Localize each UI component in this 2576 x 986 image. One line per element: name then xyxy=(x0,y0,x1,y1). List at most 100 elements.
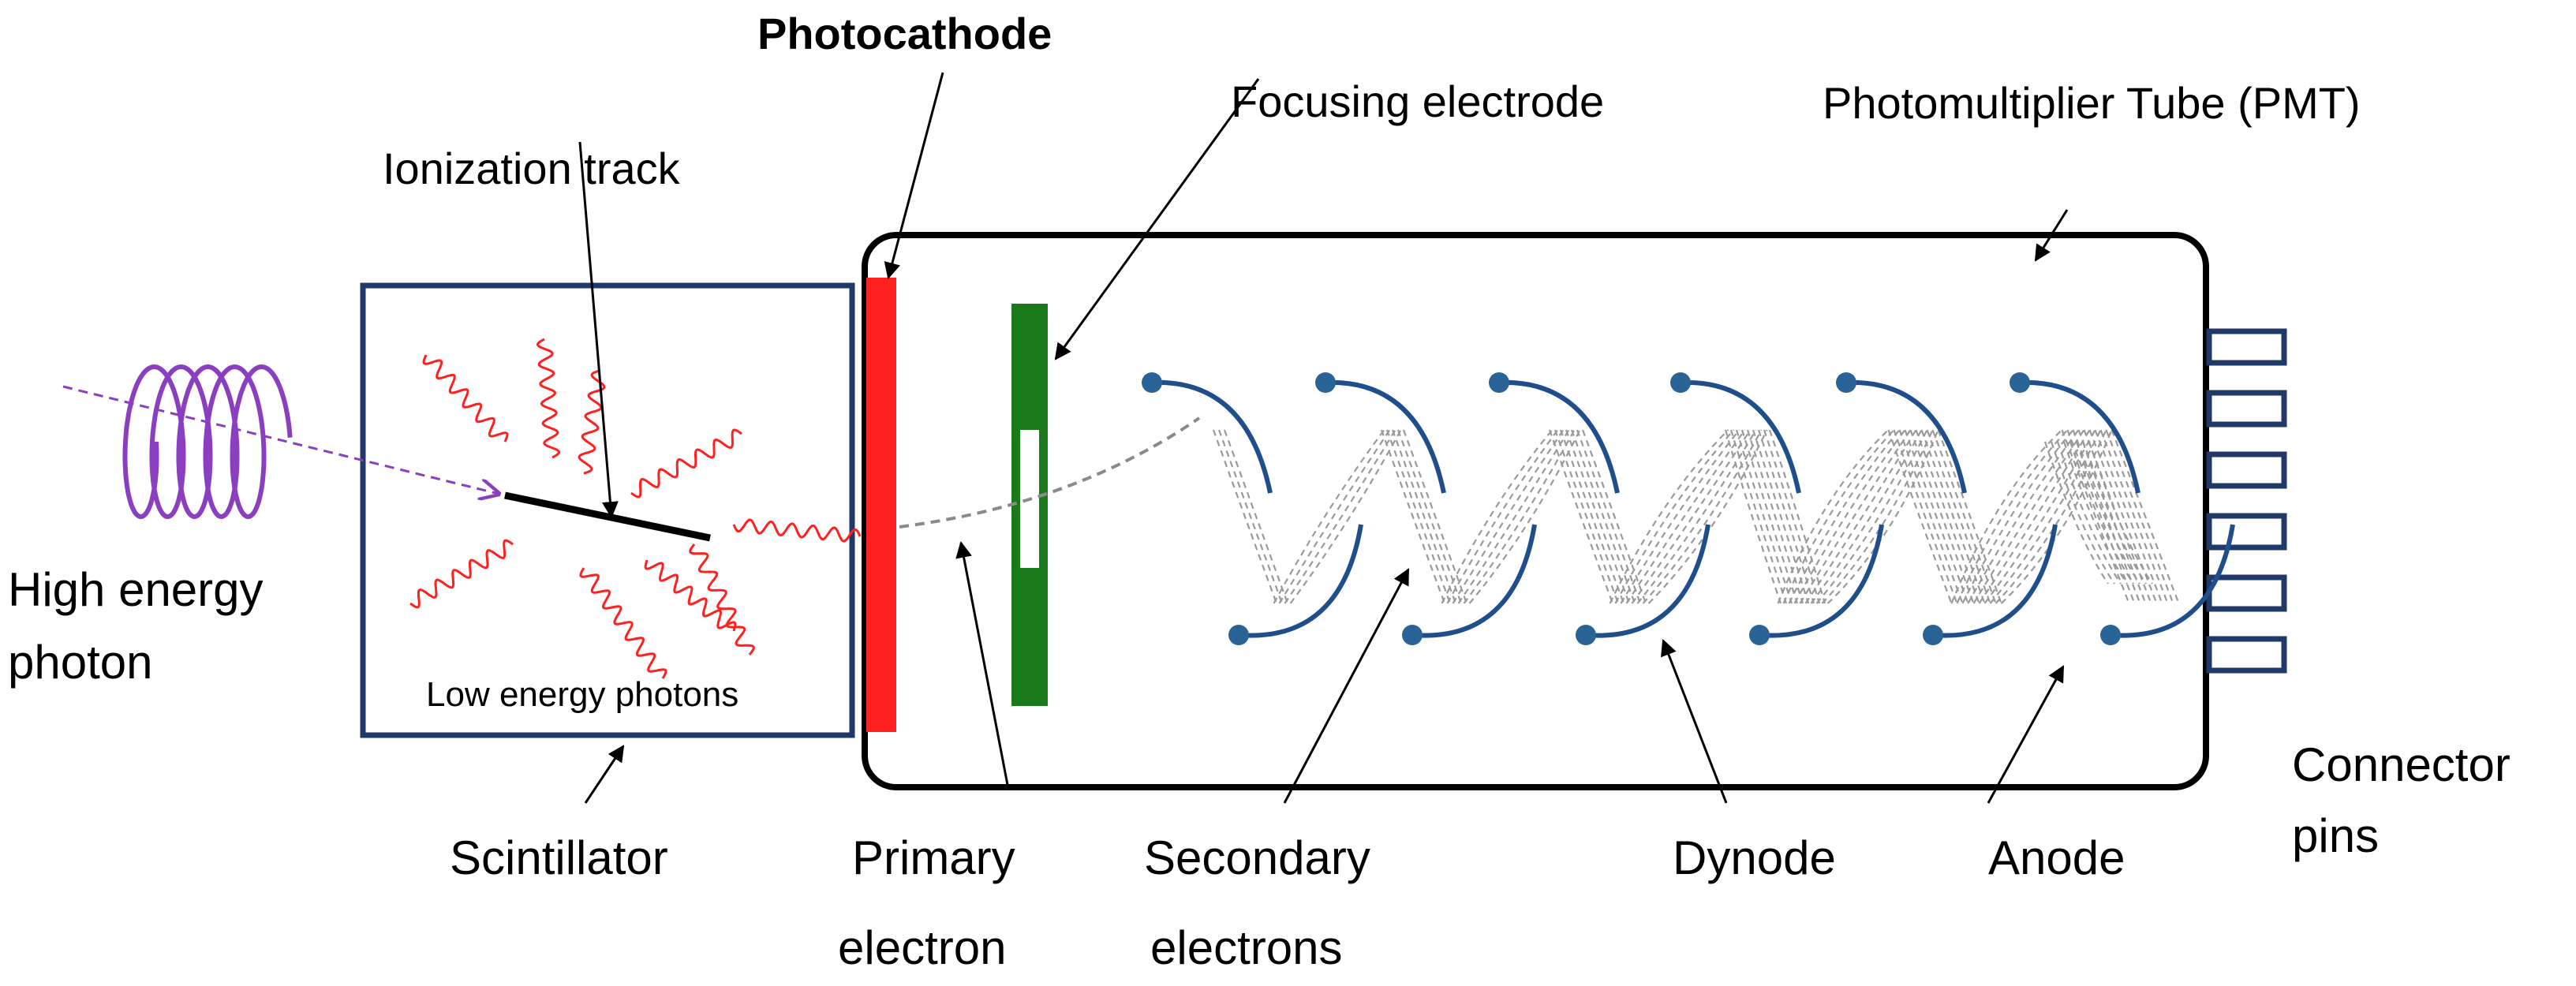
scintillator-arrow xyxy=(584,745,625,804)
label-focusing-electrode: Focusing electrode xyxy=(1231,77,1604,126)
secondary-electron-path xyxy=(1782,429,1895,604)
secondary-electron-path xyxy=(1777,429,1890,604)
secondary-electron-path xyxy=(1559,429,1625,604)
label-secondary-1: Secondary xyxy=(1144,831,1370,884)
connector-pins xyxy=(2206,328,2287,674)
secondary-electron-path xyxy=(1950,429,2063,604)
pmt-tube xyxy=(862,232,2209,790)
secondary-electron-path xyxy=(1898,429,1964,604)
label-high-energy-2: photon xyxy=(8,636,153,689)
dynode-arc xyxy=(1845,379,1967,494)
secondary-electron-path xyxy=(2088,441,2153,585)
secondary-electron-path xyxy=(1631,429,1752,604)
dynode-chain xyxy=(1142,372,2235,645)
secondary-electron-path xyxy=(1931,429,1997,604)
gamma-wave-coil xyxy=(122,364,293,520)
scintillator-box xyxy=(360,282,855,738)
secondary-electron-path xyxy=(1763,429,1821,604)
secondary-electron-path xyxy=(2088,429,2158,604)
dynode-dot xyxy=(1670,372,1691,393)
low-energy-photon-wave xyxy=(578,369,606,475)
secondary-electron-path xyxy=(1553,429,1620,604)
low-energy-photon-wave xyxy=(422,354,509,443)
dynode-dot xyxy=(1749,625,1770,645)
secondary-electron-path xyxy=(1752,429,1810,604)
low-energy-photon-wave xyxy=(409,539,514,609)
label-connector-1: Connector xyxy=(2292,738,2511,791)
secondary-electron-path xyxy=(1620,429,1740,604)
secondary-electron-path xyxy=(1609,429,1729,604)
secondary-electron-path xyxy=(1768,429,1826,604)
secondary-electron-path xyxy=(1989,429,2102,604)
secondary-electron-path xyxy=(1729,429,1788,604)
low-energy-photon-wave xyxy=(644,559,737,632)
dynode-dot xyxy=(1923,625,1943,645)
secondary-electron-path xyxy=(1995,429,2107,604)
secondary-electron-path xyxy=(1972,429,2085,604)
low-energy-photon-waves xyxy=(409,338,862,679)
secondary-electron-path xyxy=(1380,429,1446,604)
dynode-arc xyxy=(1411,524,1537,638)
secondary-electron-path xyxy=(1893,429,1958,604)
secondary-electron-path xyxy=(1396,429,1463,604)
photocathode-arrow xyxy=(884,72,944,280)
anode-arrow xyxy=(1987,665,2065,804)
label-pmt: Photomultiplier Tube (PMT) xyxy=(1823,78,2361,128)
label-secondary-2: electrons xyxy=(1150,921,1342,974)
secondary-electron-path xyxy=(1937,429,2002,604)
connector-pin xyxy=(2206,328,2287,366)
low-energy-photon-wave xyxy=(630,428,742,499)
dynode-dot xyxy=(1315,372,1336,393)
secondary-electron-path xyxy=(1647,429,1768,604)
dynode-dot xyxy=(1489,372,1509,393)
dynode-dot xyxy=(1402,625,1423,645)
secondary-electron-path xyxy=(1273,429,1385,604)
low-energy-photon-wave xyxy=(579,567,667,679)
secondary-electron-path xyxy=(1289,429,1402,604)
connector-pin xyxy=(2206,513,2287,551)
secondary-electron-path xyxy=(1926,429,1991,604)
secondary-electron-path xyxy=(1385,429,1452,604)
secondary-electron-path xyxy=(1793,429,1906,604)
dynode-dot xyxy=(1576,625,1596,645)
secondary-electron-path xyxy=(1636,429,1757,604)
connector-pin xyxy=(2206,390,2287,428)
connector-pin xyxy=(2206,451,2287,489)
secondary-electron-path xyxy=(1565,429,1631,604)
label-high-energy-1: High energy xyxy=(8,563,264,616)
secondary-electron-path xyxy=(1223,429,1289,604)
connector-pin xyxy=(2206,574,2287,612)
secondary-electron-path xyxy=(1278,429,1391,604)
label-photocathode: Photocathode xyxy=(757,9,1052,58)
secondary-electron-path xyxy=(2075,441,2140,585)
secondary-electron-path xyxy=(1740,429,1799,604)
secondary-electron-path xyxy=(1446,429,1559,604)
pmt-arrow xyxy=(2034,209,2069,262)
gamma-ray-path xyxy=(62,385,499,494)
low-energy-photon-wave xyxy=(732,518,862,543)
dynode-arc xyxy=(1498,379,1620,494)
dynode-arc xyxy=(2019,379,2140,494)
low-energy-photon-wave xyxy=(536,338,561,459)
secondary-electron-path xyxy=(1804,429,1917,604)
dynode-dot xyxy=(2100,625,2121,645)
label-connector-2: pins xyxy=(2292,809,2379,862)
secondary-electron-path xyxy=(2077,429,2147,604)
secondary-electron-path xyxy=(1548,429,1614,604)
label-ionization-track: Ionization track xyxy=(383,144,681,193)
dynode-dot xyxy=(2010,372,2030,393)
secondary-electron-path xyxy=(1391,429,1457,604)
photocathode-plate xyxy=(866,278,896,732)
secondary-electron-path xyxy=(1915,429,1980,604)
secondary-electron-path xyxy=(1904,429,1969,604)
primary-electron-path xyxy=(899,416,1201,528)
dynode-dot xyxy=(1142,372,1162,393)
secondary-electron-path xyxy=(1909,429,1975,604)
label-primary-2: electron xyxy=(838,921,1006,974)
secondary-electron-path xyxy=(2105,429,2174,604)
ionization-track-line xyxy=(504,491,711,542)
secondary-electron-path xyxy=(1614,429,1735,604)
secondary-electron-path xyxy=(1735,429,1793,604)
secondary-electron-path xyxy=(1961,429,2074,604)
